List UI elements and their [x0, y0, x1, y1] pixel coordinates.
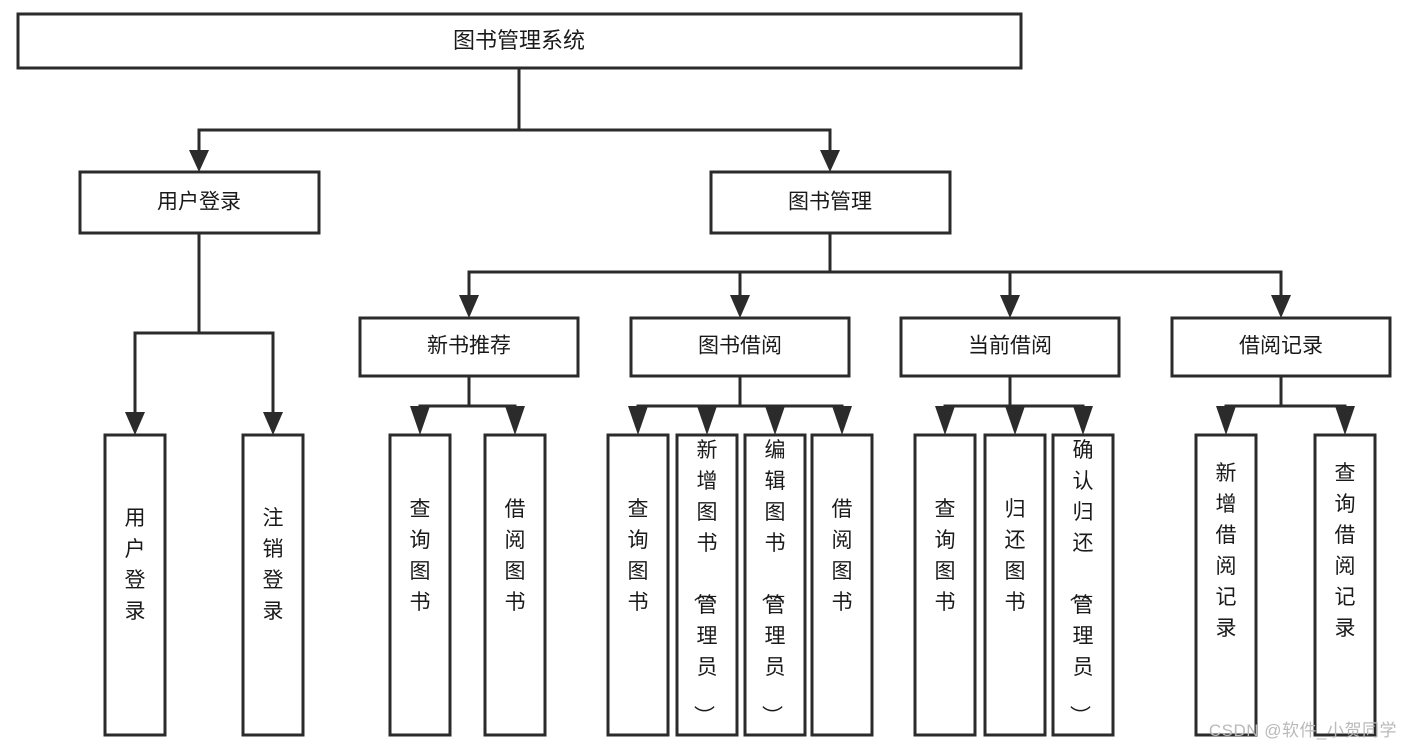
leaf-query-borrow-record-box — [1313, 433, 1377, 737]
leaf-query-book-recommend[interactable]: 查询图书 — [388, 433, 452, 737]
arrow-to-leaf-add-record — [1216, 406, 1236, 435]
leaf-borrow-book-box — [810, 433, 874, 737]
leaf-user-login-label: 用户登录 — [125, 507, 146, 623]
node-book-management[interactable]: 图书管理 — [709, 170, 952, 235]
leaf-logout-box — [241, 433, 305, 737]
leaf-borrow-book[interactable]: 借阅图书 — [810, 433, 874, 737]
arrow-to-new-book — [459, 295, 479, 318]
arrow-to-user-login — [189, 150, 209, 172]
arrow-to-leaf-logout — [263, 412, 283, 435]
arrow-to-leaf-confirm-return — [1073, 406, 1093, 435]
arrow-to-leaf-borrow-book-1 — [505, 406, 525, 435]
node-root-box — [16, 12, 1023, 70]
node-borrow-record[interactable]: 借阅记录 — [1170, 316, 1392, 378]
arrow-to-leaf-return-book — [1005, 406, 1025, 435]
node-book-borrow[interactable]: 图书借阅 — [629, 316, 851, 378]
node-root-system[interactable]: 图书管理系统 — [16, 12, 1023, 70]
node-new-book-recommend[interactable]: 新书推荐 — [358, 316, 580, 378]
arrow-to-current-borrow — [1000, 295, 1020, 318]
node-borrow-record-box — [1170, 316, 1392, 378]
arrow-to-leaf-borrow-book-2 — [832, 406, 852, 435]
leaf-return-book-box — [983, 433, 1047, 737]
node-user-login-box — [78, 170, 321, 235]
leaf-query-book-current[interactable]: 查询图书 — [913, 433, 977, 737]
arrow-to-leaf-query-book-3 — [935, 406, 955, 435]
node-book-borrow-box — [629, 316, 851, 378]
leaf-logout-label: 注销登录 — [263, 507, 284, 623]
leaf-query-book-recommend-box — [388, 433, 452, 737]
leaf-query-book-borrow-label: 查询图书 — [628, 498, 649, 614]
leaf-add-borrow-record-label: 新增借阅记录 — [1216, 462, 1237, 640]
arrow-to-leaf-query-book-2 — [628, 406, 648, 435]
arrow-to-leaf-query-record — [1335, 406, 1355, 435]
node-book-management-label: 图书管理 — [788, 191, 872, 214]
leaf-query-borrow-record[interactable]: 查询借阅记录 — [1313, 433, 1377, 737]
arrow-to-book-manage — [820, 150, 840, 172]
leaf-query-book-current-box — [913, 433, 977, 737]
leaf-query-book-borrow-box — [606, 433, 670, 737]
leaf-edit-book-box — [743, 433, 807, 737]
leaf-query-book-borrow[interactable]: 查询图书 — [606, 433, 670, 737]
leaf-borrow-book-label: 借阅图书 — [832, 498, 853, 614]
leaf-return-book[interactable]: 归还图书 — [983, 433, 1047, 737]
arrow-to-leaf-add-book — [697, 406, 717, 435]
leaf-user-login[interactable]: 用户登录 — [103, 433, 167, 737]
node-book-management-box — [709, 170, 952, 235]
leaf-borrow-book-recommend[interactable]: 借阅图书 — [483, 433, 547, 737]
leaf-add-book-box — [675, 433, 739, 737]
arrow-to-leaf-user-login — [125, 412, 145, 435]
node-new-book-recommend-label: 新书推荐 — [427, 335, 511, 358]
leaf-borrow-book-recommend-label: 借阅图书 — [505, 498, 526, 614]
leaf-add-book-label: 新增图书（管理员） — [692, 439, 718, 726]
node-current-borrow[interactable]: 当前借阅 — [899, 316, 1121, 378]
node-borrow-record-label: 借阅记录 — [1239, 335, 1323, 358]
leaf-edit-book-label: 编辑图书（管理员） — [760, 439, 786, 726]
node-root-label: 图书管理系统 — [453, 28, 585, 53]
leaf-add-borrow-record[interactable]: 新增借阅记录 — [1194, 433, 1258, 737]
node-current-borrow-label: 当前借阅 — [968, 335, 1052, 358]
leaf-add-borrow-record-box — [1194, 433, 1258, 737]
csdn-watermark: CSDN @软件_小贺同学 — [1208, 721, 1397, 740]
connector-layer — [125, 66, 1355, 435]
leaf-confirm-return-label: 确认归还（管理员） — [1068, 439, 1094, 726]
leaf-user-login-box — [103, 433, 167, 737]
leaf-add-book[interactable]: 新增图书（管理员） — [675, 433, 739, 737]
leaf-confirm-return[interactable]: 确认归还（管理员） — [1051, 433, 1115, 737]
arrow-to-book-borrow — [730, 295, 750, 318]
node-new-book-recommend-box — [358, 316, 580, 378]
node-user-login-label: 用户登录 — [157, 191, 241, 214]
arrow-to-leaf-edit-book — [765, 406, 785, 435]
arrow-to-leaf-query-book-1 — [410, 406, 430, 435]
leaf-return-book-label: 归还图书 — [1005, 498, 1026, 614]
arrow-to-borrow-record — [1271, 295, 1291, 318]
node-current-borrow-box — [899, 316, 1121, 378]
leaf-confirm-return-box — [1051, 433, 1115, 737]
leaf-borrow-book-recommend-box — [483, 433, 547, 737]
node-user-login[interactable]: 用户登录 — [78, 170, 321, 235]
leaf-query-book-current-label: 查询图书 — [935, 498, 956, 614]
leaf-logout[interactable]: 注销登录 — [241, 433, 305, 737]
leaf-query-book-recommend-label: 查询图书 — [410, 498, 431, 614]
leaf-edit-book[interactable]: 编辑图书（管理员） — [743, 433, 807, 737]
leaf-query-borrow-record-label: 查询借阅记录 — [1335, 462, 1356, 640]
node-book-borrow-label: 图书借阅 — [698, 335, 782, 358]
